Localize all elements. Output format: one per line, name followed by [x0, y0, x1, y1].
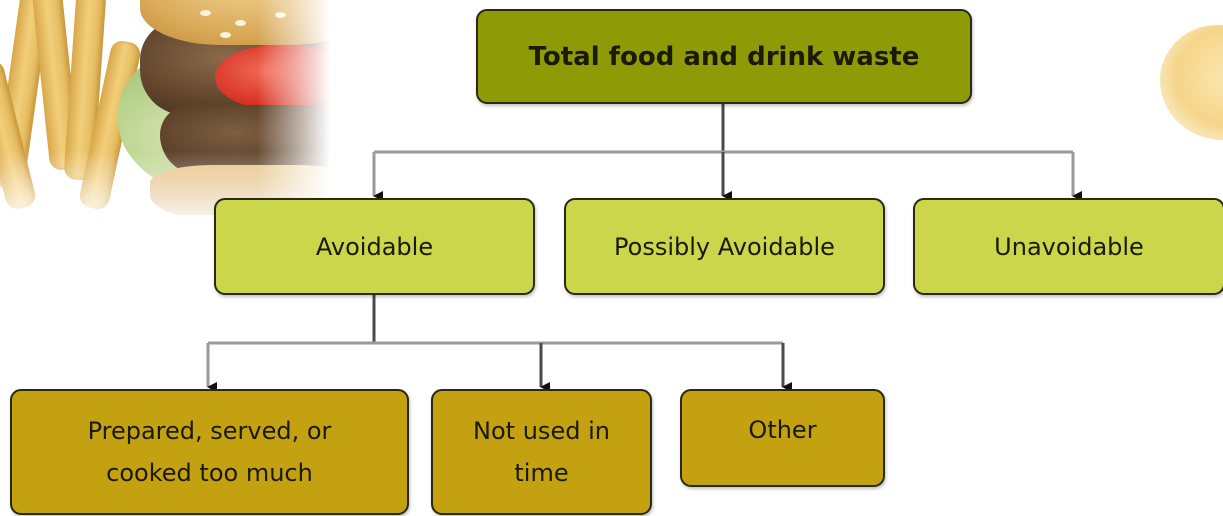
leaf-node-not-used-in-time: Not used in time [431, 389, 652, 515]
leaf-label-other: Other [748, 416, 817, 444]
leaf-label-not-used-line1: Not used in [473, 417, 610, 445]
root-node-label: Total food and drink waste [528, 41, 920, 72]
root-node-total-waste: Total food and drink waste [476, 9, 972, 104]
category-label-avoidable: Avoidable [315, 232, 434, 261]
leaf-node-other: Other [680, 389, 885, 487]
leaf-node-prepared-too-much: Prepared, served, or cooked too much [10, 389, 409, 515]
leaf-label-prepared-line2: cooked too much [106, 459, 313, 487]
category-node-unavoidable: Unavoidable [913, 198, 1223, 295]
leaf-label-not-used-line2: time [514, 459, 569, 487]
leaf-label-prepared-line1: Prepared, served, or [87, 417, 332, 445]
category-label-possibly-avoidable: Possibly Avoidable [614, 232, 835, 261]
category-label-unavoidable: Unavoidable [994, 232, 1144, 261]
category-node-possibly-avoidable: Possibly Avoidable [564, 198, 885, 295]
category-node-avoidable: Avoidable [214, 198, 535, 295]
